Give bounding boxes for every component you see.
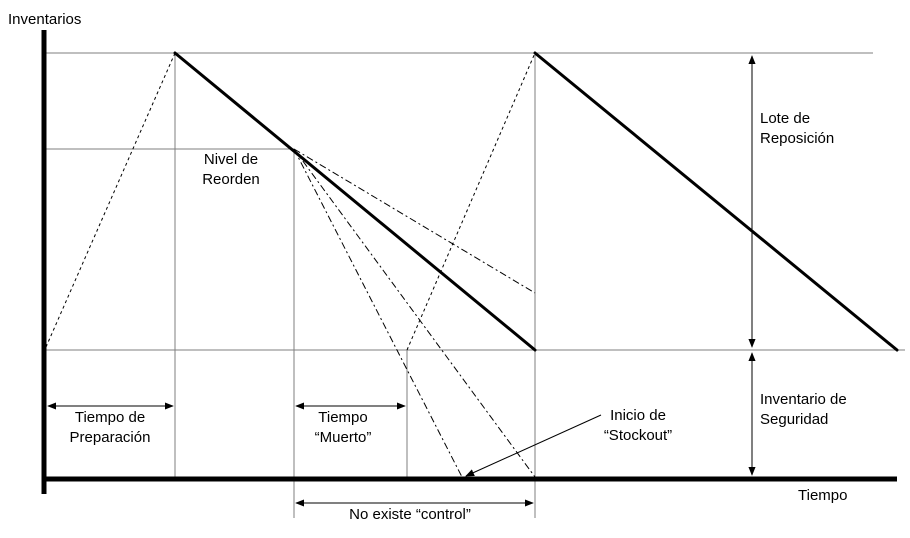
consumption-line-2 <box>533 51 899 352</box>
prep-time-label-line2: Preparación <box>69 429 151 446</box>
reorder-level-label-line2: Reorden <box>202 171 260 188</box>
safety-stock-label-line2: Seguridad <box>760 411 829 428</box>
scenario-slow-demand <box>293 148 536 294</box>
lot-label-line2: Reposición <box>760 130 835 147</box>
replenishment-line-2 <box>406 52 536 351</box>
y-axis-label: Inventarios <box>8 11 82 28</box>
dead-time-label-line2: “Muerto” <box>314 429 372 446</box>
replenishment-line-1 <box>45 52 176 348</box>
consumption-line-1 <box>173 51 537 352</box>
dead-time-label: Tiempo “Muerto” <box>300 408 386 448</box>
reorder-level-label: Nivel de Reorden <box>190 150 272 190</box>
no-control-label: No existe “control” <box>349 506 471 523</box>
stockout-label-line2: “Stockout” <box>603 427 673 444</box>
stockout-pointer <box>465 414 602 477</box>
prep-time-label: Tiempo de Preparación <box>60 408 160 448</box>
lot-label-line1: Lote de <box>760 110 811 127</box>
scenario-very-fast-demand <box>293 148 463 478</box>
prep-time-label-line1: Tiempo de <box>74 409 146 426</box>
lot-label: Lote de Reposición <box>760 109 834 149</box>
x-axis-label: Tiempo <box>798 487 848 504</box>
stockout-label: Inicio de “Stockout” <box>598 406 678 446</box>
stockout-label-line1: Inicio de <box>610 407 666 424</box>
safety-stock-label: Inventario de Seguridad <box>760 390 847 430</box>
reorder-level-label-line1: Nivel de <box>203 151 259 168</box>
safety-stock-label-line1: Inventario de <box>760 391 847 408</box>
dead-time-label-line1: Tiempo <box>318 409 368 426</box>
